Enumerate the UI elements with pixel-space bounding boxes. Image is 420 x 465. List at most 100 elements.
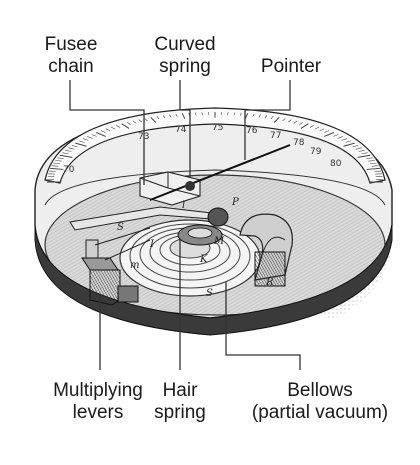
dial-tick — [65, 149, 72, 152]
dial-tick — [91, 134, 97, 137]
dial-tick — [138, 119, 142, 123]
part-letter: l — [182, 200, 185, 211]
dial-tick — [319, 128, 325, 132]
label-curved-spring: Curved spring — [140, 34, 230, 78]
dial-tick — [314, 126, 320, 130]
label-multiplying-levers-line1: Multiplying — [53, 380, 143, 401]
dial-number: 75 — [212, 123, 223, 133]
dial-tick — [299, 122, 303, 125]
dial-tick — [258, 114, 261, 118]
dial-tick — [371, 165, 379, 167]
dial-tick — [345, 140, 352, 143]
dial-tick — [50, 167, 64, 170]
dial-tick — [300, 123, 309, 129]
label-bellows-line1: Bellows — [287, 380, 353, 401]
leader-curved-spring — [179, 80, 191, 178]
dial-tick — [324, 130, 330, 133]
label-curved-spring-line1: Curved — [154, 34, 216, 55]
label-fusee-chain: Fusee chain — [30, 34, 112, 78]
dial-tick — [333, 134, 339, 137]
dial-tick — [227, 112, 229, 116]
dial-tick — [343, 142, 355, 147]
dial-tick — [337, 136, 343, 139]
label-pointer-text: Pointer — [260, 56, 322, 77]
label-multiplying-levers: Multiplying levers — [28, 380, 168, 424]
leader-lines — [69, 80, 301, 370]
label-hair-spring-line1: Hair — [162, 380, 198, 401]
dial-tick — [75, 142, 87, 147]
label-curved-spring-line2: spring — [159, 56, 211, 77]
pointer-needle — [149, 144, 291, 201]
part-letter: K — [199, 254, 208, 265]
dial-tick — [357, 154, 371, 158]
leader-fusee-chain — [69, 80, 145, 185]
dial-tick — [150, 116, 157, 123]
label-bellows-line2: (partial vacuum) — [251, 402, 389, 423]
part-letter: m — [130, 260, 139, 271]
dial-tick — [55, 160, 62, 162]
dial-tick — [361, 152, 368, 155]
dial-tick — [352, 145, 359, 148]
dial-tick — [144, 118, 148, 122]
label-bellows: Bellows (partial vacuum) — [240, 380, 400, 424]
label-multiplying-levers-line2: levers — [72, 402, 124, 423]
dial-number: 76 — [246, 126, 258, 136]
dial-tick — [175, 113, 178, 117]
dial-tick — [239, 112, 242, 116]
part-letter: S — [206, 288, 213, 299]
dial-tick — [270, 116, 274, 120]
label-pointer: Pointer — [248, 56, 334, 78]
part-letters: S I M P K R m S l — [117, 197, 274, 299]
dial-tick — [341, 138, 348, 141]
dial-number: 78 — [293, 138, 305, 148]
part-letter: I — [149, 239, 155, 250]
dial-tick — [293, 120, 298, 124]
dial-tick — [252, 113, 255, 117]
dial-tick — [355, 147, 362, 150]
dial-tick — [57, 157, 64, 160]
dial-tick — [264, 115, 268, 119]
dial-number: 77 — [270, 131, 281, 141]
leader-pointer — [244, 80, 291, 160]
dial-tick — [78, 140, 85, 143]
dial-tick — [368, 160, 375, 162]
dial-tick — [71, 145, 78, 148]
dial-tick — [309, 125, 314, 128]
part-letter: M — [213, 236, 225, 247]
part-letter: S — [117, 222, 124, 233]
dial-tick — [201, 112, 203, 116]
dial-tick — [59, 154, 73, 158]
spring-housing — [239, 213, 293, 287]
dial-tick — [105, 128, 111, 132]
dial-number: 70 — [63, 165, 75, 175]
dial-tick — [53, 162, 60, 165]
dial-tick — [233, 112, 236, 116]
dial-tick — [194, 112, 197, 116]
dial-tick — [96, 132, 106, 137]
dial-tick — [62, 152, 69, 155]
dial-number: 80 — [330, 159, 342, 169]
dial-tick — [181, 113, 186, 120]
leader-bellows — [225, 282, 301, 370]
center-bridge — [139, 171, 201, 206]
dial-tick — [100, 130, 106, 133]
dial-tick — [121, 123, 130, 129]
dial-tick — [116, 125, 121, 128]
dial-tick — [324, 132, 334, 137]
dial-tick — [82, 138, 89, 141]
dial-number: 74 — [175, 125, 187, 135]
dial-tick — [87, 136, 93, 139]
dial-tick — [162, 115, 166, 119]
dial-tick — [51, 165, 59, 167]
dial-tick — [127, 122, 131, 125]
dial-tick — [169, 114, 172, 118]
dial-tick — [358, 149, 365, 152]
lever-arm — [69, 206, 229, 246]
dial-tick — [110, 126, 116, 130]
label-fusee-chain-line2: chain — [48, 56, 94, 77]
dial-tick — [366, 167, 380, 170]
dial-tick — [370, 162, 377, 165]
dial-tick — [68, 147, 75, 150]
